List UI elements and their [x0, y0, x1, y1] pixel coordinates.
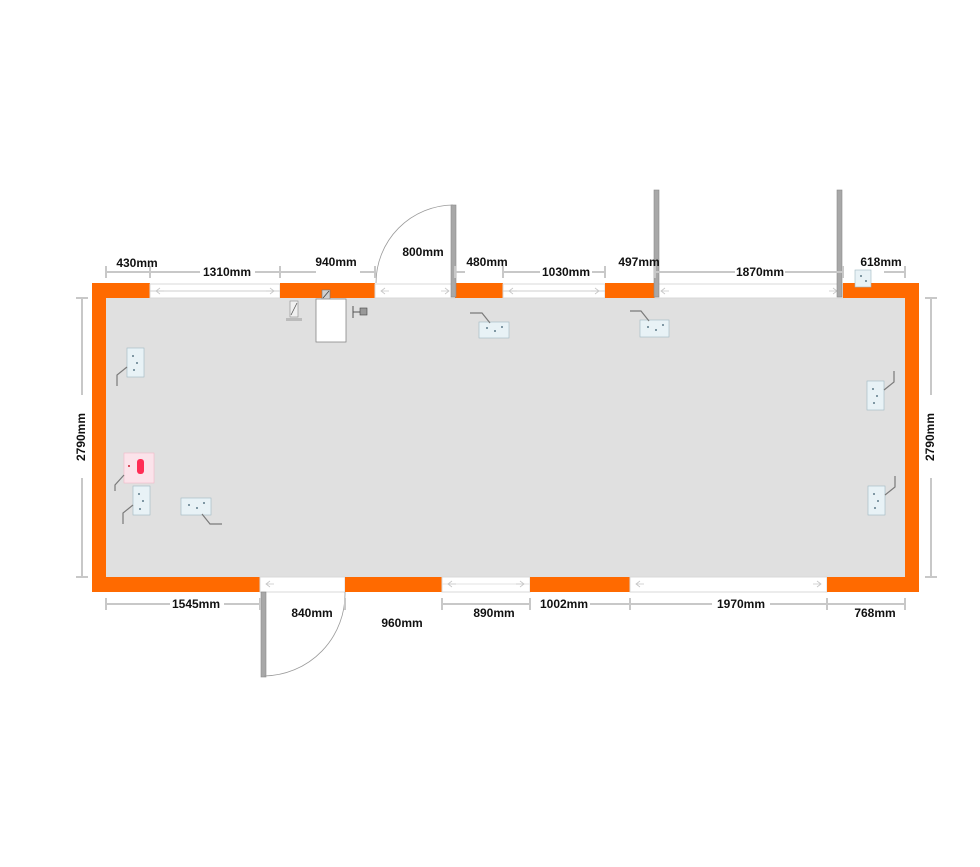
dim-label-bottom: 960mm — [381, 616, 422, 630]
wall-light-icon[interactable] — [116, 347, 145, 386]
wall-top-segment — [843, 283, 919, 298]
wall-top-segment — [92, 283, 150, 298]
door-post-top — [836, 189, 843, 298]
dim-label-top: 497mm — [618, 255, 659, 269]
wall-left — [92, 283, 106, 592]
wall-light-icon[interactable] — [630, 310, 670, 338]
door-opening-bottom[interactable] — [259, 576, 346, 593]
wall-top-segment — [455, 283, 503, 298]
wall-light-icon[interactable] — [854, 269, 872, 288]
arrow-icon — [660, 287, 669, 295]
dim-label-top: 800mm — [402, 245, 443, 259]
dim-label-bottom: 840mm — [291, 606, 332, 620]
door-post-top — [653, 189, 660, 298]
arrow-icon — [516, 580, 525, 588]
door-leaf-top[interactable] — [450, 204, 457, 298]
wall-light-icon[interactable] — [180, 497, 222, 525]
door-swing-top — [375, 204, 454, 284]
wall-light-icon[interactable] — [321, 289, 331, 301]
arrow-icon — [155, 287, 164, 295]
dim-label-bottom: 768mm — [854, 606, 895, 620]
arrow-icon — [265, 580, 274, 588]
cabinet-icon[interactable] — [315, 298, 347, 343]
door-swing-bottom — [263, 591, 346, 677]
dim-label-top: 430mm — [116, 256, 157, 270]
dim-label-top: 940mm — [315, 255, 356, 269]
dim-label-bottom: 1545mm — [172, 597, 220, 611]
wall-light-icon[interactable] — [470, 312, 510, 339]
dim-label-bottom: 890mm — [473, 606, 514, 620]
dim-label-right: 2790mm — [923, 413, 937, 461]
dimension-right — [925, 297, 937, 578]
wall-light-icon[interactable] — [867, 476, 896, 516]
opening-top-3[interactable] — [654, 283, 844, 299]
arrow-icon — [266, 287, 275, 295]
dim-label-top: 480mm — [466, 255, 507, 269]
opening-bottom-2[interactable] — [629, 576, 828, 593]
arrow-icon — [591, 287, 600, 295]
wall-bottom-segment — [345, 577, 442, 592]
dimension-bottom — [105, 598, 906, 610]
dimension-left — [76, 297, 88, 578]
wall-bottom-segment — [530, 577, 630, 592]
arrow-icon — [380, 287, 389, 295]
door-leaf-bottom[interactable] — [260, 591, 267, 678]
switch-icon[interactable] — [352, 306, 368, 318]
wall-light-icon[interactable] — [122, 485, 151, 524]
wall-bottom-segment — [827, 577, 919, 592]
arrow-icon — [441, 287, 450, 295]
floor-area — [106, 298, 905, 577]
dim-label-top: 618mm — [860, 255, 901, 269]
socket-icon[interactable] — [114, 452, 155, 491]
dim-label-top: 1030mm — [542, 265, 590, 279]
dim-label-bottom: 1002mm — [540, 597, 588, 611]
arrow-icon — [447, 580, 456, 588]
arrow-icon — [813, 580, 822, 588]
wall-right — [905, 283, 919, 592]
sensor-icon — [286, 300, 302, 321]
dim-label-top: 1870mm — [736, 265, 784, 279]
arrow-icon — [508, 287, 517, 295]
wall-bottom-segment — [92, 577, 260, 592]
wall-light-icon[interactable] — [866, 371, 895, 411]
dim-label-bottom: 1970mm — [717, 597, 765, 611]
dim-label-top: 1310mm — [203, 265, 251, 279]
dim-label-left: 2790mm — [74, 413, 88, 461]
dimension-top — [105, 266, 906, 278]
arrow-icon — [635, 580, 644, 588]
wall-top-segment — [605, 283, 655, 298]
